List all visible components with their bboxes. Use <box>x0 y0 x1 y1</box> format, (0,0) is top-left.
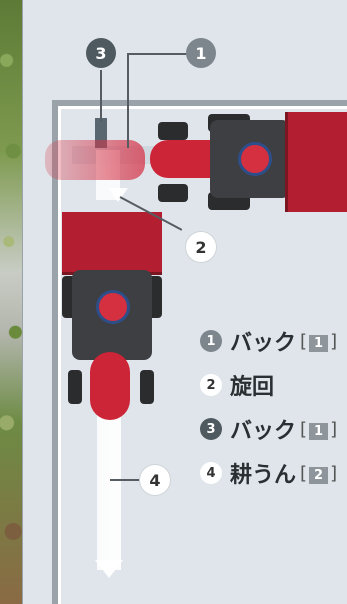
legend-speed-4: [2] <box>300 462 338 484</box>
legend-num-2: 2 <box>200 374 222 396</box>
marker-4: 4 <box>140 465 170 495</box>
leader-line-4 <box>110 479 140 481</box>
field-inner-edge-top <box>58 106 347 109</box>
field-edge-left <box>52 100 58 604</box>
rotary-tiller <box>285 112 347 212</box>
leader-line-1 <box>127 53 187 55</box>
marker-2: 2 <box>186 232 216 262</box>
ghost-tractor <box>45 140 145 180</box>
field-edge-top <box>52 100 347 106</box>
tire-icon <box>158 122 188 140</box>
tire-icon <box>158 184 188 202</box>
leader-line-3 <box>100 70 102 122</box>
legend-num-4: 4 <box>200 462 222 484</box>
tire-icon <box>68 370 82 404</box>
rotary-tiller <box>62 212 162 275</box>
grass-strip <box>0 0 23 604</box>
marker-3: 3 <box>86 38 116 68</box>
legend-speed-1: [1] <box>300 330 338 352</box>
marker-1-label: 1 <box>195 43 207 63</box>
legend-item-4: 4 耕うん [2] <box>200 458 347 488</box>
tractor-horizontal <box>150 112 347 212</box>
path-4-arrow-icon <box>95 560 123 578</box>
driver-icon <box>238 142 272 176</box>
legend-item-2: 2 旋回 <box>200 370 347 400</box>
marker-3-label: 3 <box>95 43 107 63</box>
field-inner-edge-left <box>58 106 61 604</box>
tractor-vertical <box>62 212 162 420</box>
path-4-tilling <box>97 405 121 570</box>
legend-label-4: 耕うん <box>230 463 297 488</box>
legend-speed-3: [1] <box>300 418 338 440</box>
legend-label-2: 旋回 <box>230 375 275 400</box>
legend-num-3: 3 <box>200 418 222 440</box>
legend-label-3: バック <box>230 419 297 444</box>
marker-2-label: 2 <box>195 237 207 257</box>
legend-label-1: バック <box>230 331 297 356</box>
driver-icon <box>96 290 130 324</box>
tire-icon <box>140 370 154 404</box>
legend-num-1: 1 <box>200 330 222 352</box>
leader-line-1 <box>127 53 129 148</box>
legend-item-1: 1 バック [1] <box>200 326 347 356</box>
tractor-hood <box>90 352 130 420</box>
marker-1: 1 <box>186 38 216 68</box>
legend: 1 バック [1] 2 旋回 3 バック [1] 4 耕うん [2] <box>200 326 347 502</box>
legend-item-3: 3 バック [1] <box>200 414 347 444</box>
marker-4-label: 4 <box>149 470 161 490</box>
